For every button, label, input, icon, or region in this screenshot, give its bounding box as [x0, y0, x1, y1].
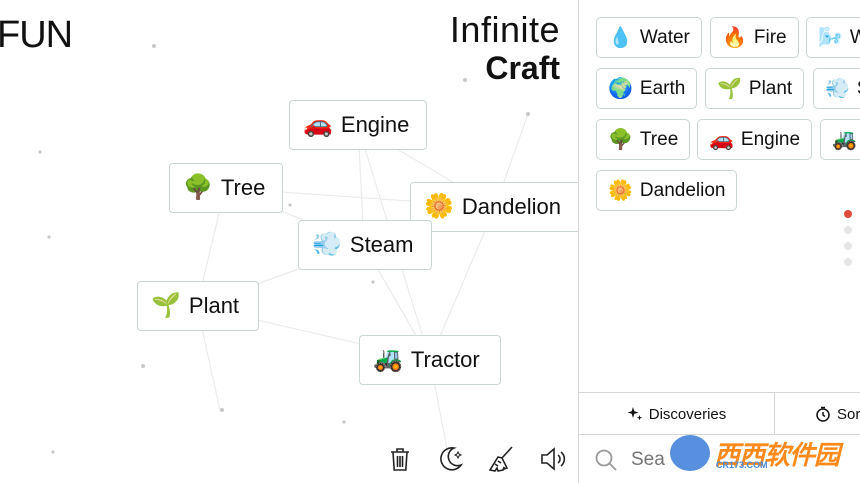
car-icon: 🚗	[303, 111, 333, 138]
logo-line-1: Infinite	[449, 9, 560, 50]
tractor-icon: 🚜	[373, 346, 403, 373]
item-label: Earth	[639, 77, 686, 99]
tab-label: Discoveries	[648, 405, 727, 423]
sidebar-item-tree[interactable]: 🌳 Tree	[596, 119, 691, 160]
sidebar-item-plant[interactable]: 🌱 Plant	[705, 68, 805, 109]
seedling-icon: 🌱	[717, 77, 742, 100]
item-label: Water	[639, 26, 690, 48]
blossom-icon: 🌼	[424, 193, 454, 220]
canvas-element-plant[interactable]: 🌱 Plant	[137, 281, 259, 331]
watermark-text: 西西软件园	[714, 439, 840, 470]
sparkle-icon	[627, 407, 642, 421]
item-label: Tree	[639, 128, 679, 150]
infinite-craft-logo: Infinite Craft	[449, 9, 560, 86]
tree-icon: 🌳	[608, 128, 633, 151]
element-label: Tree	[220, 175, 266, 200]
search-input[interactable]	[629, 447, 833, 472]
wind-icon: 🌬️	[818, 26, 843, 49]
sidebar-item-dandelion[interactable]: 🌼 Dandelion	[596, 170, 738, 211]
blossom-icon: 🌼	[608, 179, 633, 202]
search-bar	[579, 434, 860, 483]
sidebar-item-engine[interactable]: 🚗 Engine	[697, 119, 813, 160]
sidebar-item-earth[interactable]: 🌍 Earth	[596, 68, 698, 109]
moon-icon[interactable]	[436, 445, 464, 473]
element-label: Engine	[340, 112, 410, 137]
canvas-element-steam[interactable]: 💨 Steam	[298, 220, 432, 270]
sidebar-item-water[interactable]: 💧 Water	[596, 17, 702, 58]
crafting-canvas[interactable]: FUN Infinite Craft 🚗 Engine 🌳 Tree 🌼 Dan…	[0, 0, 578, 483]
tab-discoveries[interactable]: Discoveries	[579, 393, 775, 435]
sidebar-tabs: Discoveries Sor	[579, 392, 860, 435]
droplet-icon: 💧	[608, 26, 633, 49]
logo-line-2: Craft	[485, 50, 560, 86]
sidebar-item-steam[interactable]: 💨 S	[813, 68, 860, 109]
fire-icon: 🔥	[722, 26, 747, 49]
tab-label: Sor	[837, 405, 860, 423]
fun-logo-text: FUN	[0, 14, 73, 56]
item-label: Plant	[748, 77, 793, 99]
tree-icon: 🌳	[183, 174, 213, 201]
search-icon	[595, 449, 617, 471]
item-label: Dandelion	[639, 179, 726, 201]
page-dot[interactable]	[844, 226, 852, 234]
item-label: S	[857, 78, 860, 100]
page-dot[interactable]	[844, 210, 852, 218]
site-watermark: 西西软件园 CR173.COM	[670, 432, 842, 474]
trash-icon[interactable]	[386, 445, 414, 473]
globe-icon: 🌍	[608, 77, 633, 100]
clock-icon	[816, 406, 830, 422]
canvas-element-tractor[interactable]: 🚜 Tractor	[359, 335, 501, 385]
element-label: Dandelion	[461, 194, 561, 219]
page-indicator	[844, 210, 852, 274]
element-label: Steam	[349, 232, 414, 257]
watermark-sub: CR173.COM	[716, 460, 768, 470]
speaker-icon[interactable]	[539, 445, 567, 473]
elements-sidebar[interactable]: 💧 Water 🔥 Fire 🌬️ W 🌍 Earth 🌱 Plant 💨 S …	[578, 0, 860, 483]
item-label: Engine	[740, 128, 801, 150]
element-label: Plant	[188, 293, 240, 318]
steam-icon: 💨	[825, 77, 850, 100]
canvas-element-engine[interactable]: 🚗 Engine	[289, 100, 427, 150]
page-dot[interactable]	[844, 258, 852, 266]
seedling-icon: 🌱	[151, 292, 181, 319]
element-label: Tractor	[410, 347, 480, 372]
sidebar-item-wind[interactable]: 🌬️ W	[806, 17, 860, 58]
broom-icon[interactable]	[487, 445, 515, 473]
item-label: Fire	[753, 26, 787, 48]
tractor-icon: 🚜	[832, 128, 857, 151]
page-dot[interactable]	[844, 242, 852, 250]
item-label: W	[850, 27, 860, 49]
car-icon: 🚗	[709, 128, 734, 151]
watermark-logo-icon	[670, 435, 710, 471]
canvas-element-dandelion[interactable]: 🌼 Dandelion	[410, 182, 578, 232]
canvas-element-tree[interactable]: 🌳 Tree	[169, 163, 283, 213]
steam-icon: 💨	[312, 231, 342, 258]
sidebar-item-tractor[interactable]: 🚜	[820, 119, 860, 160]
tab-sort[interactable]: Sor	[775, 393, 860, 435]
sidebar-item-fire[interactable]: 🔥 Fire	[710, 17, 799, 58]
